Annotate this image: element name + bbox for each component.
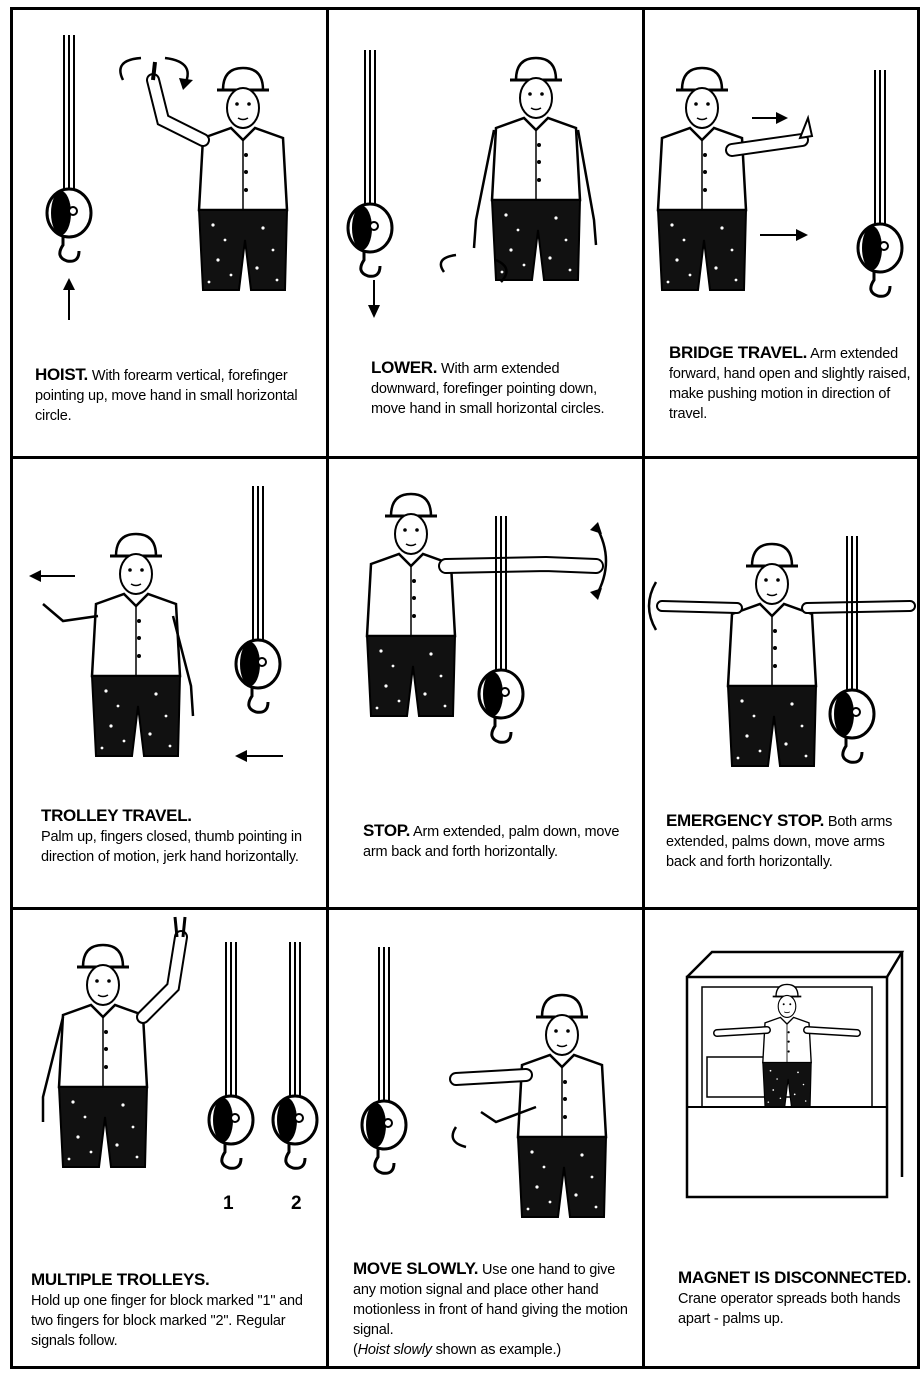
panel-magnet-disconnected: MAGNET IS DISCONNECTED. Crane operator s…	[642, 907, 920, 1369]
stop-caption: STOP. Arm extended, palm down, move arm …	[363, 821, 633, 862]
multiple-trolleys-illustration	[13, 907, 323, 1227]
panel-bridge-travel: BRIDGE TRAVEL. Arm extended forward, han…	[642, 10, 920, 453]
move-slowly-caption: MOVE SLOWLY. Use one hand to give any mo…	[353, 1259, 633, 1360]
signal-title: MOVE SLOWLY.	[353, 1259, 478, 1278]
lower-illustration	[326, 10, 639, 350]
panel-lower: LOWER. With arm extended downward, foref…	[326, 10, 639, 453]
magnet-disconnected-caption: MAGNET IS DISCONNECTED. Crane operator s…	[678, 1268, 918, 1329]
signal-title: EMERGENCY STOP.	[666, 811, 824, 830]
panel-emergency-stop: EMERGENCY STOP. Both arms extended, palm…	[642, 456, 920, 904]
example-note-rest: shown as example.)	[432, 1342, 561, 1358]
emergency-stop-illustration	[642, 456, 920, 786]
bridge-travel-illustration	[642, 10, 920, 340]
signal-title: MAGNET IS DISCONNECTED.	[678, 1268, 911, 1287]
signal-title: MULTIPLE TROLLEYS.	[31, 1270, 209, 1289]
panel-move-slowly: MOVE SLOWLY. Use one hand to give any mo…	[326, 907, 639, 1369]
emergency-stop-caption: EMERGENCY STOP. Both arms extended, palm…	[666, 811, 916, 872]
signal-title: LOWER.	[371, 358, 437, 377]
panel-multiple-trolleys: 1 2 MULTIPLE TROLLEYS. Hold up one finge…	[13, 907, 323, 1369]
signal-description: Palm up, fingers closed, thumb pointing …	[41, 829, 302, 865]
signal-title: BRIDGE TRAVEL.	[669, 343, 807, 362]
panel-stop: STOP. Arm extended, palm down, move arm …	[326, 456, 639, 904]
bridge-travel-caption: BRIDGE TRAVEL. Arm extended forward, han…	[669, 343, 919, 424]
lower-caption: LOWER. With arm extended downward, foref…	[371, 358, 631, 419]
panel-hoist: HOIST. With forearm vertical, forefinger…	[13, 10, 323, 453]
hoist-caption: HOIST. With forearm vertical, forefinger…	[35, 365, 315, 426]
multiple-trolleys-caption: MULTIPLE TROLLEYS. Hold up one finger fo…	[31, 1270, 321, 1351]
trolley-travel-caption: TROLLEY TRAVEL. Palm up, fingers closed,…	[41, 806, 311, 867]
trolley-travel-illustration	[13, 456, 323, 786]
signal-description: Hold up one finger for block marked "1" …	[31, 1293, 303, 1349]
block-label-2: 2	[291, 1193, 302, 1215]
stop-illustration	[326, 456, 639, 786]
example-note: Hoist slowly	[358, 1342, 432, 1358]
signal-description: Crane operator spreads both hands apart …	[678, 1291, 900, 1327]
magnet-disconnected-illustration	[642, 907, 920, 1227]
move-slowly-illustration	[326, 907, 639, 1227]
block-label-1: 1	[223, 1193, 234, 1215]
signal-title: HOIST.	[35, 365, 88, 384]
hoist-illustration	[13, 10, 323, 350]
panel-trolley-travel: TROLLEY TRAVEL. Palm up, fingers closed,…	[13, 456, 323, 904]
signal-title: TROLLEY TRAVEL.	[41, 806, 192, 825]
signal-title: STOP.	[363, 821, 410, 840]
